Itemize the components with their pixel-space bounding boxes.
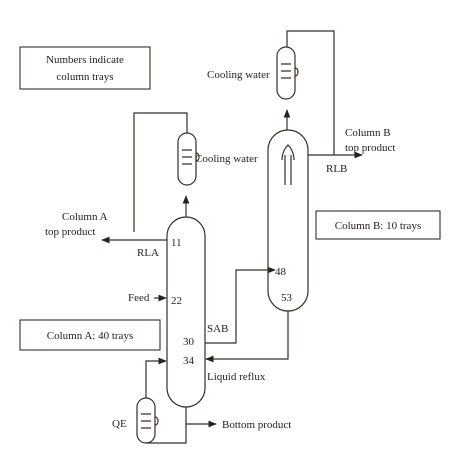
tray-b-48: 48 [275, 266, 287, 278]
legend-line-2: column trays [56, 71, 113, 83]
column-b [267, 129, 309, 312]
reboiler-coil-icon [141, 413, 151, 429]
condenser-b-coil-icon [281, 63, 291, 79]
col-a-top-product-line1: Column A [62, 211, 108, 223]
column-a-info-text: Column A: 40 trays [47, 330, 133, 342]
column-b-info-text: Column B: 10 trays [335, 220, 421, 232]
tray-a-22: 22 [171, 295, 182, 307]
bottom-product-label: Bottom product [222, 419, 291, 431]
qe-label: QE [112, 418, 127, 430]
tray-a-11: 11 [171, 237, 182, 249]
cooling-water-a-label: Cooling water [195, 153, 258, 165]
column-b-info-box: Column B: 10 trays [315, 210, 441, 240]
condenser-coil-icon [182, 149, 192, 165]
tray-a-34: 34 [183, 355, 195, 367]
col-b-top-product-line2: top product [345, 142, 395, 154]
feed-label: Feed [128, 292, 150, 304]
col-b-top-product-line1: Column B [345, 127, 391, 139]
column-b-internal-icon [281, 144, 295, 185]
liquid-reflux-label: Liquid reflux [207, 371, 266, 383]
rlb-label: RLB [326, 163, 347, 175]
sab-label: SAB [207, 323, 228, 335]
col-a-top-product-line2: top product [45, 226, 95, 238]
rla-label: RLA [137, 247, 159, 259]
column-b-condenser [276, 46, 299, 100]
reboiler-qe [136, 397, 159, 444]
tray-b-53: 53 [281, 292, 293, 304]
legend-line-1: Numbers indicate [46, 54, 124, 66]
column-a-info-box: Column A: 40 trays [19, 319, 161, 351]
column-b-vessel [267, 129, 309, 312]
cooling-water-b-label: Cooling water [207, 69, 270, 81]
legend-box: Numbers indicate column trays [19, 46, 151, 90]
tray-a-30: 30 [183, 336, 195, 348]
